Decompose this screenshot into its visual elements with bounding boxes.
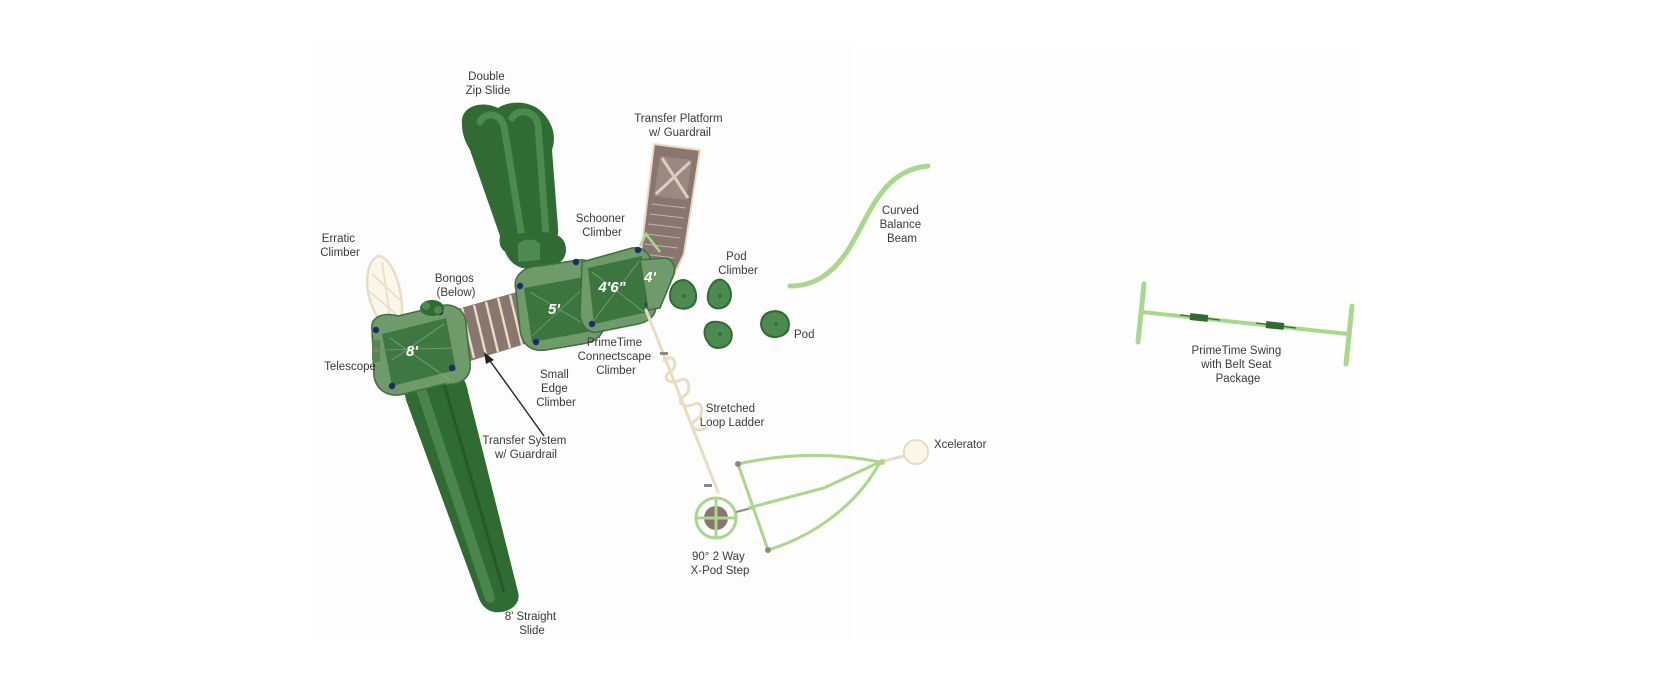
double-zip-slide xyxy=(461,102,566,270)
label-pod: Pod xyxy=(794,329,814,341)
primetime-swing xyxy=(1135,281,1355,367)
label-curved-balance-beam: Curved Balance Beam xyxy=(880,205,925,245)
label-connectscape-climber: PrimeTime Connectscape Climber xyxy=(578,337,655,377)
bongos xyxy=(420,300,444,316)
straight-slide xyxy=(401,365,519,613)
label-xcelerator: Xcelerator xyxy=(934,439,987,451)
transfer-system-leader xyxy=(484,352,545,437)
label-small-edge-climber: Small Edge Climber xyxy=(536,369,576,409)
label-erratic-climber: Erratic Climber xyxy=(320,233,360,259)
deck-8: 8' xyxy=(371,304,471,396)
x-pod-step xyxy=(694,496,753,540)
curved-balance-beam xyxy=(787,163,931,289)
deck-label-4: 4' xyxy=(643,269,656,286)
deck-label-4-6: 4'6" xyxy=(597,279,626,296)
label-x-pod-step: 90° 2 Way X-Pod Step xyxy=(691,551,750,577)
deck-label-5: 5' xyxy=(548,301,560,318)
label-transfer-platform: Transfer Platform w/ Guardrail xyxy=(634,113,726,139)
label-stretched-loop-ladder: Stretched Loop Ladder xyxy=(700,403,765,429)
label-transfer-system: Transfer System w/ Guardrail xyxy=(482,435,569,461)
label-primetime-swing: PrimeTime Swing with Belt Seat Package xyxy=(1192,345,1285,385)
pod-climber xyxy=(668,278,733,349)
label-double-zip-slide: Double Zip Slide xyxy=(466,71,511,97)
label-telescope: Telescope xyxy=(324,361,376,373)
label-pod-climber: Pod Climber xyxy=(718,251,758,277)
schooner-climber xyxy=(638,231,661,253)
telescope xyxy=(372,340,380,362)
plan-background-right xyxy=(854,44,1360,640)
pod xyxy=(760,310,790,338)
label-schooner-climber: Schooner Climber xyxy=(576,213,628,239)
xcelerator xyxy=(735,439,929,553)
deck-4-6: 4'6" xyxy=(579,246,657,334)
label-straight-slide: 8' Straight Slide xyxy=(505,611,560,637)
deck-label-8: 8' xyxy=(406,343,418,360)
deck-4: 4' xyxy=(639,257,676,311)
stretched-loop-ladder xyxy=(644,308,720,494)
label-bongos: Bongos (Below) xyxy=(435,273,477,299)
